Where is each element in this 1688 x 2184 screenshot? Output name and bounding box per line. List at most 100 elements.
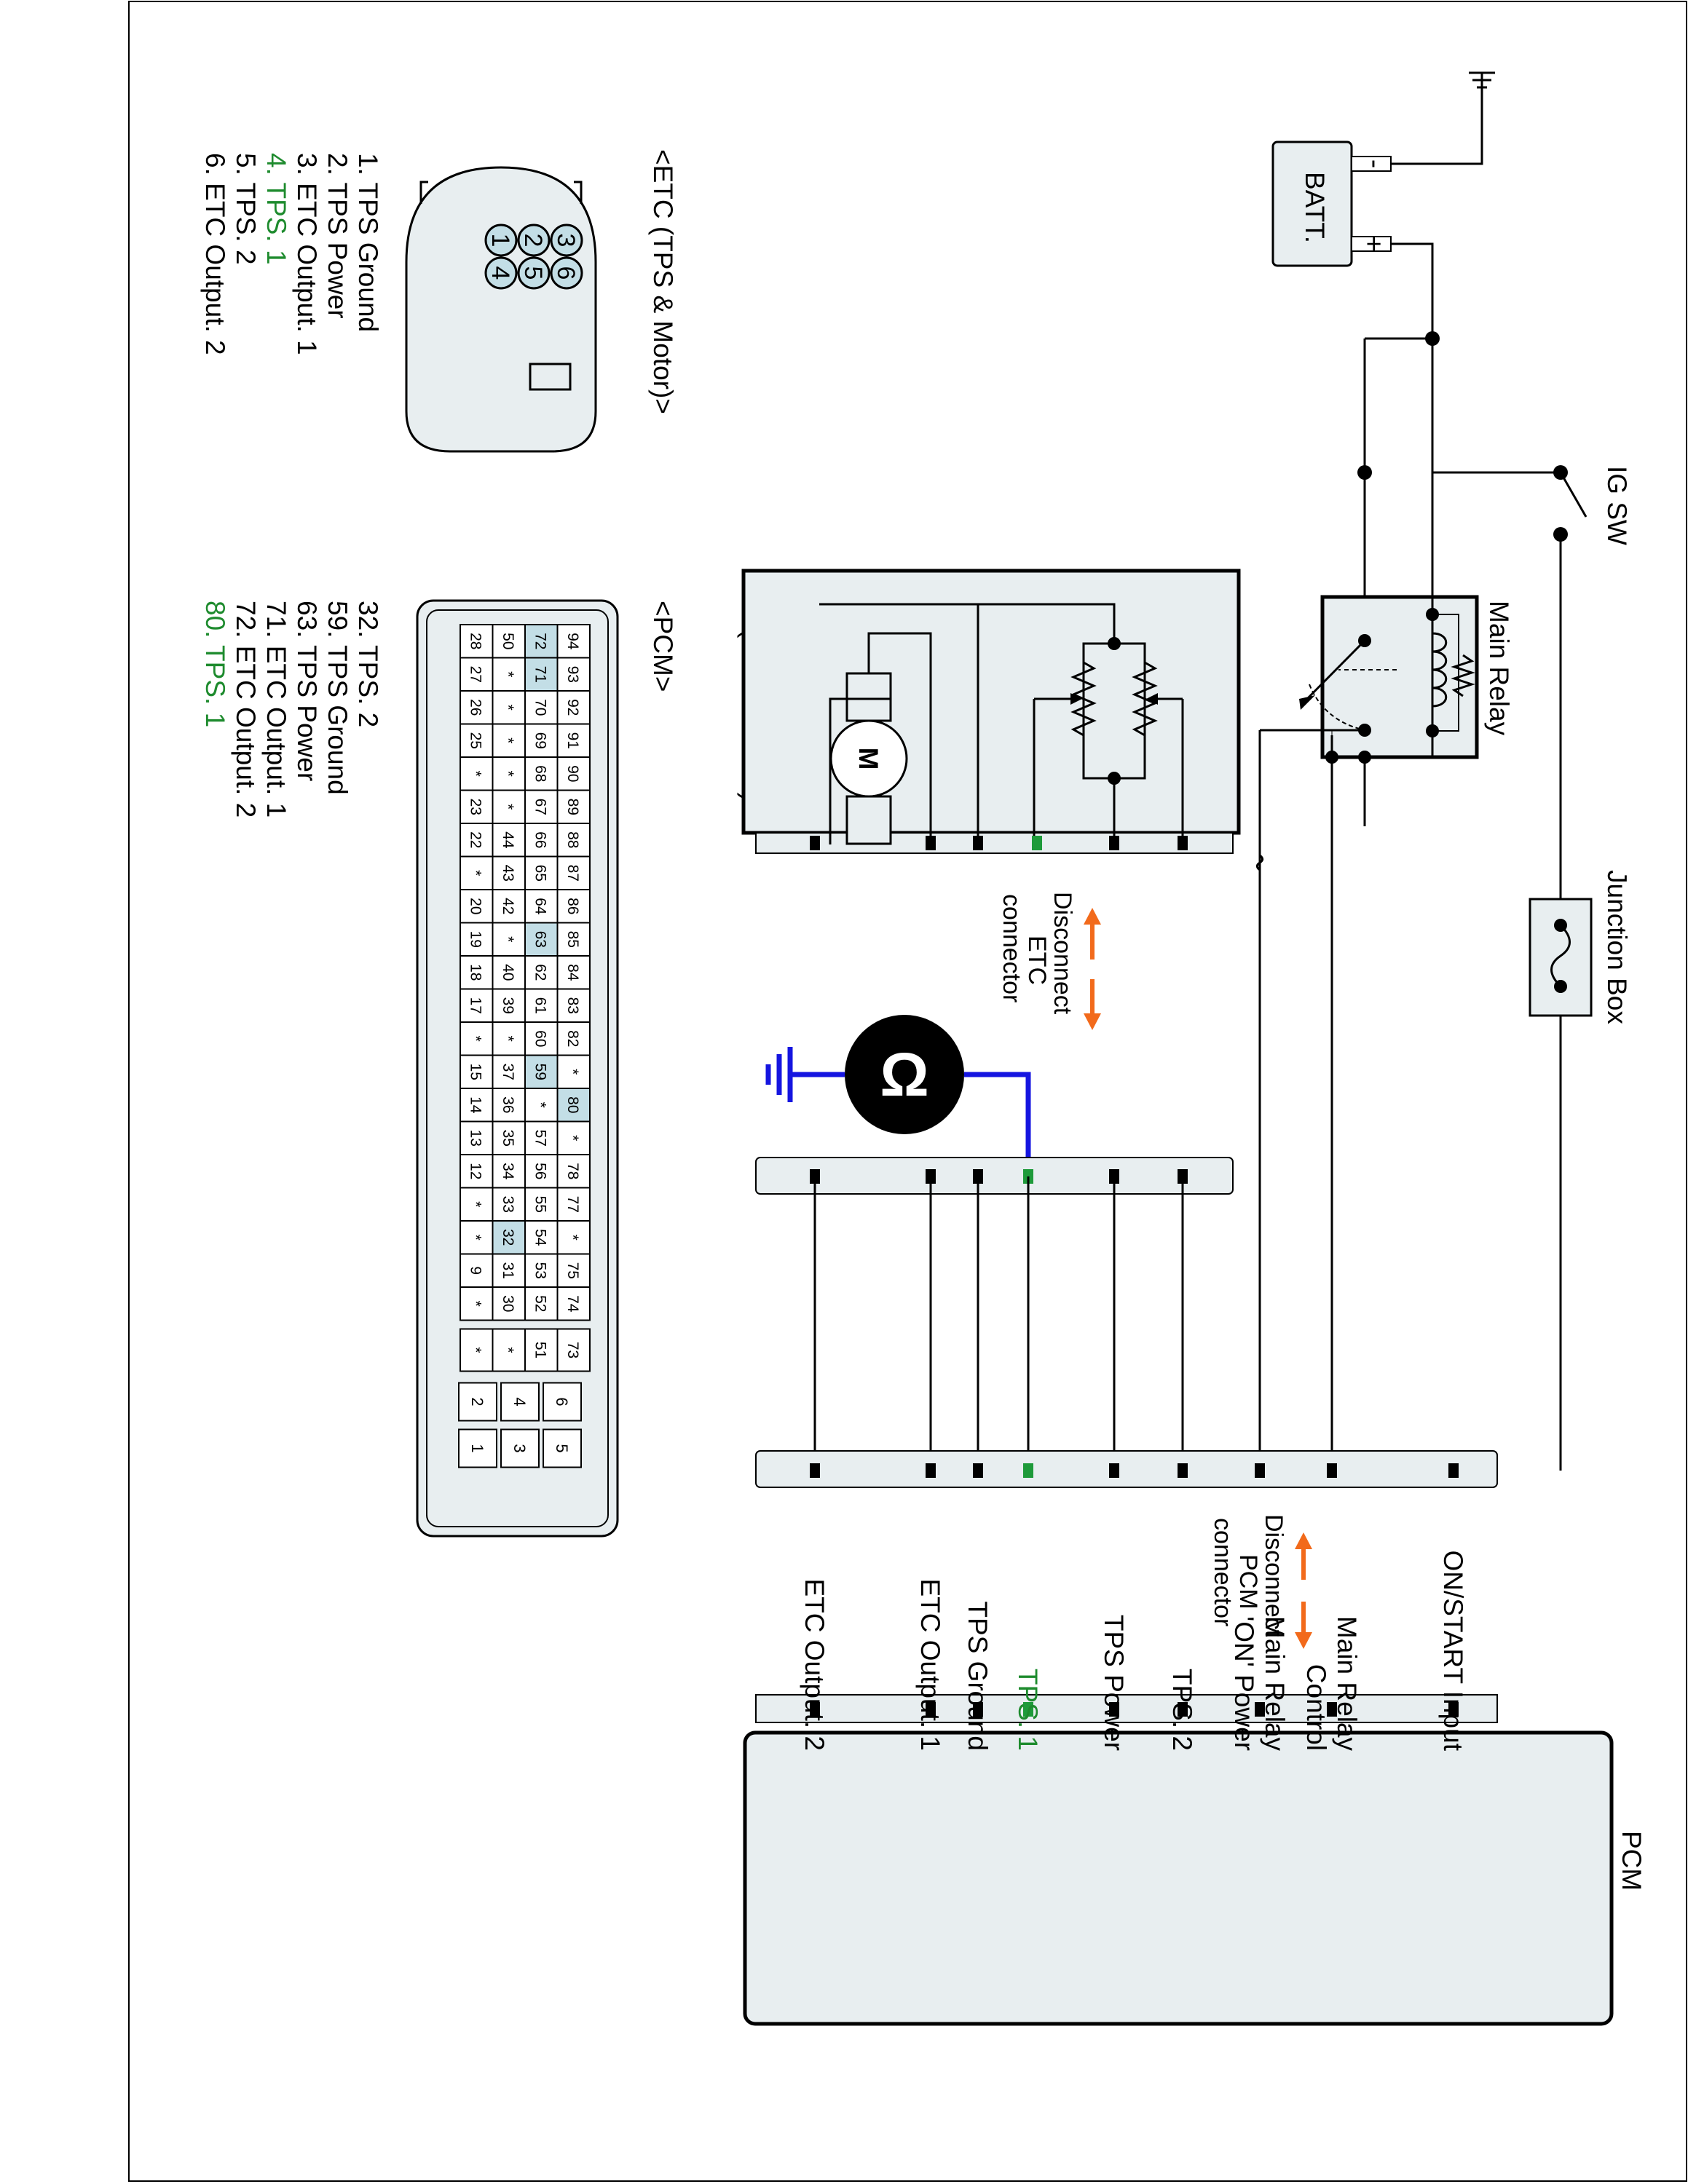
pcm-pin-list-item-80-tps-1: 80. TPS. 1 [200,601,230,727]
pcm-pin-number: 55 [532,1196,548,1213]
etc-pin-4 [484,256,518,290]
pcm-pin-number: 53 [532,1262,548,1279]
pcm-body [743,1730,1614,2026]
pcm-pin-number: 87 [564,865,581,882]
pcm-pin-number: 35 [500,1130,516,1147]
pcm-pin-number: 39 [500,997,516,1014]
pcm-pin-number: * [467,1235,484,1241]
pcm-pin-number: 60 [532,1030,548,1047]
pcm-pin-number: 69 [532,732,548,749]
battery: - + BATT. [1271,71,1495,267]
pcm-pin-list-item-72-etc-output-2: 72. ETC Output. 2 [231,601,261,818]
pcm-pin-number: 27 [467,666,484,683]
pcm-pin-number: * [500,671,516,677]
pcm-pin-number: 57 [532,1130,548,1147]
pcm-pin-number: 25 [467,732,484,749]
pcm-pin-cell-large [500,1382,540,1422]
etc-pin-list-item-3: 3. ETC Output. 1 [292,153,322,355]
etc-harness-connector [755,1157,1234,1195]
pcm-pin-number: * [532,1102,548,1108]
pcm-pin-number: 17 [467,997,484,1014]
pcm-pin-number: 44 [500,831,516,849]
etc-connector-strip [755,832,1234,854]
pcm-terminal-main-relay-control-line2: Control [1301,1664,1331,1751]
pcm-pin-number: 33 [500,1196,516,1213]
battery-body [1271,141,1353,267]
pcm-pin-number: 92 [564,699,581,716]
pcm-pin-number: 65 [532,865,548,882]
pcm-terminal-main-relay-on-power-line2: 'ON' Power [1229,1616,1259,1751]
pcm-pin-number: 50 [500,633,516,649]
pcm-terminal-tps-2: TPS. 2 [1167,1669,1197,1751]
pcm-pin-number: 32 [500,1229,516,1246]
etc-pin-6 [550,256,583,290]
pcm-pin-number: 52 [532,1295,548,1312]
pcm-pin-number: 62 [532,964,548,981]
ohm-symbol: Ω [880,1040,928,1109]
pcm-pin-number: * [564,1069,581,1075]
disconnect-pcm-line2: PCM [1234,1554,1262,1610]
pcm-pin-number: 59 [532,1064,548,1080]
pcm-pin-number: 73 [564,1342,581,1358]
pcm-pin-number: * [500,737,516,743]
pcm-pin-number: * [500,705,516,711]
pcm-pin-number: 85 [564,931,581,948]
pcm-pin-number: * [564,1235,581,1241]
svg-text:Disconnect: Disconnect [1260,1514,1287,1637]
pcm-pin-number: 78 [564,1163,581,1179]
main-relay-box [1320,595,1479,759]
disconnect-etc-note: Disconnect ETC connector [998,892,1101,1030]
etc-pin-number-4: 4 [486,266,514,280]
page-border [128,1,1687,2182]
disconnect-etc-line3: connector [998,894,1025,1002]
pcm-pin-cell-large [500,1428,540,1468]
etc-pin-list-item-6: 6. ETC Output. 2 [200,153,230,355]
pcm-pin-number: 23 [467,799,484,815]
tps1-etc-pin [1032,836,1042,850]
motor: M [829,672,908,845]
pcm-connector-title: <PCM> [648,601,678,692]
pcm-pin-number: * [467,1201,484,1207]
pcm-pin-list-item-59-tps-ground: 59. TPS Ground [323,601,352,795]
disconnect-pcm-note: Disconnect PCM connector [1209,1514,1312,1649]
pcm-pin-number: 4 [510,1397,529,1406]
pcm-pin-number: 26 [467,699,484,716]
pcm-pin-cell-large [458,1428,497,1468]
pcm-pin-number: 86 [564,898,581,914]
etc-connector-title: <ETC (TPS & Motor)> [648,149,678,414]
pcm-pin-number: 36 [500,1096,516,1113]
pcm-pin-number: 77 [564,1196,581,1213]
pcm-pin-number: 43 [500,865,516,882]
battery-minus: - [1360,159,1390,168]
pcm-connector-view: <PCM> 94939291908988878685848382*80*7877… [200,599,678,1538]
ig-sw-label: IG SW [1602,466,1632,545]
main-relay: Main Relay [1299,472,1514,764]
pcm-pin-number: 14 [467,1096,484,1114]
pcm-pin-number: 19 [467,931,484,948]
pcm-pin-number: 71 [532,666,548,683]
pcm-pin-number: * [500,1347,516,1353]
pcm-terminal-tps-power: TPS Power [1099,1615,1129,1751]
pcm-pin-number: * [500,936,516,942]
disconnect-pcm-line3: connector [1209,1518,1237,1626]
pcm-pin-number: 83 [564,997,581,1014]
disconnect-pcm-line1: Disconnect [1260,1514,1287,1637]
pcm-pin-number: * [467,1347,484,1353]
pcm-harness-connector [755,1450,1498,1488]
pcm-pin-number: 15 [467,1064,484,1080]
pcm-pin-number: * [467,1036,484,1042]
pcm-pin-number: 20 [467,898,484,914]
pcm-terminal-tps-1: TPS. 1 [1013,1669,1043,1751]
junction-box-label: Junction Box [1602,870,1632,1024]
etc-component: ETC (TPS & Motor) [737,568,1241,854]
etc-pin-1 [484,223,518,257]
disconnect-etc-line1: Disconnect [1049,892,1076,1015]
pcm-terminal-main-relay-control-line1: Main Relay [1332,1616,1362,1752]
pcm-pin-number: 90 [564,765,581,782]
pcm-pin-number: 72 [532,633,548,649]
